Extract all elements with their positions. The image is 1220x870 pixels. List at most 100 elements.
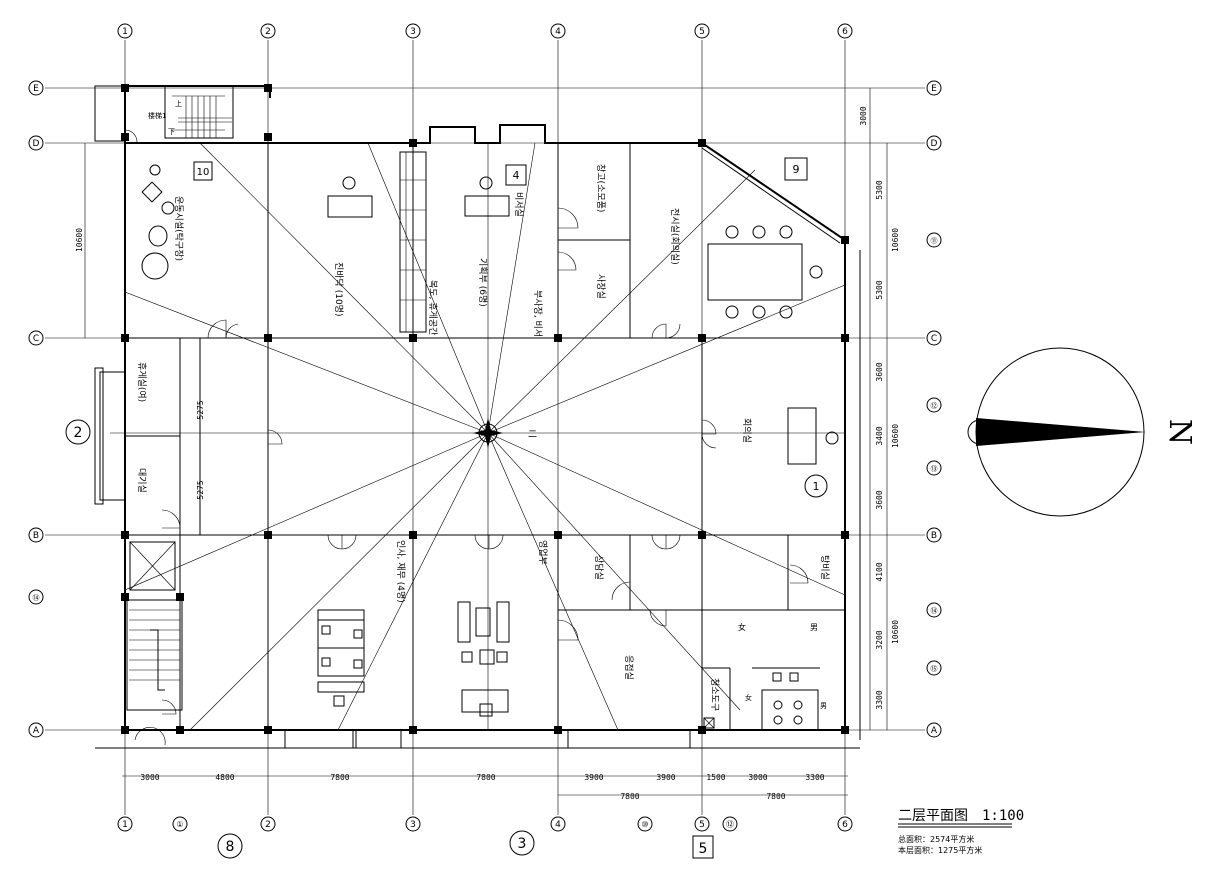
- room-name: 응접실: [623, 655, 635, 680]
- room-name: 회의실: [741, 418, 752, 443]
- grid-label: 4: [555, 27, 561, 37]
- center-compass-rose: 二: [473, 418, 537, 448]
- room-name: 사장실: [595, 274, 606, 299]
- dimensions-right: 3000 5300 5300 3600 3400 3600 4100 3200 …: [859, 106, 900, 709]
- grid-label: ①: [176, 820, 183, 829]
- grid-label: 6: [842, 27, 848, 37]
- svg-text:B: B: [33, 531, 39, 541]
- room-name: 운동시설(탁구장): [173, 196, 185, 261]
- grid-bubbles-top: 1 2 3 4 5 6: [117, 23, 853, 39]
- svg-text:3900: 3900: [584, 773, 603, 782]
- room-name: 대기실: [136, 468, 147, 493]
- svg-text:3200: 3200: [875, 630, 884, 649]
- toilet-male-label: 男: [820, 702, 827, 710]
- stair-label: 楼梯1: [148, 111, 166, 120]
- svg-text:7800: 7800: [330, 773, 349, 782]
- doors: [124, 129, 809, 746]
- outer-walls: [94, 85, 861, 749]
- svg-text:3300: 3300: [805, 773, 824, 782]
- svg-text:3600: 3600: [875, 362, 884, 381]
- svg-text:7800: 7800: [766, 792, 785, 801]
- marker-3: 3: [518, 836, 527, 852]
- room-name: 부사장, 비서: [532, 290, 543, 337]
- room-labels: 10 운동시설(탁구장) 진바닥 (10명) 복도, 휴게공간 4 비서실 기획…: [136, 157, 830, 711]
- svg-text:3000: 3000: [748, 773, 767, 782]
- grid-label: 4: [555, 820, 561, 830]
- marker-2: 2: [74, 425, 83, 441]
- interior-walls: [125, 143, 845, 730]
- svg-text:10600: 10600: [891, 620, 900, 644]
- svg-text:⑭: ⑭: [33, 594, 40, 602]
- drawing-title: 二层平面图: [898, 808, 968, 824]
- room-name: 전시실(회의실): [669, 208, 680, 265]
- svg-text:C: C: [931, 334, 937, 344]
- room-name: 복도, 휴게공간: [427, 280, 438, 335]
- room-name: 탕비실: [819, 555, 830, 580]
- grid-label: 2: [265, 820, 271, 830]
- grid-label: ⑫: [726, 820, 734, 829]
- svg-text:B: B: [931, 531, 937, 541]
- furniture: [141, 151, 839, 731]
- toilet-female-label: 女: [745, 693, 752, 702]
- stair-up-arrow: 上: [175, 99, 182, 108]
- room-number: 4: [513, 169, 520, 182]
- room-number: 10: [197, 167, 210, 178]
- svg-text:A: A: [931, 726, 938, 736]
- svg-text:4800: 4800: [215, 773, 234, 782]
- room-name: 영업부: [537, 540, 548, 565]
- floor-area: 本层面积：1275平方米: [898, 845, 982, 855]
- room-number: 9: [793, 163, 800, 176]
- grid-lines: [45, 40, 925, 815]
- svg-text:D: D: [33, 139, 40, 149]
- dimension-lines: [84, 88, 888, 796]
- svg-text:⑮: ⑮: [931, 665, 938, 673]
- marker-8: 8: [226, 839, 235, 855]
- svg-text:4100: 4100: [875, 562, 884, 581]
- svg-text:D: D: [931, 139, 938, 149]
- section-markers: 2 8 3 5: [65, 419, 714, 859]
- grid-label: 2: [265, 27, 271, 37]
- title-block: 二层平面图 1:100 总面积：2574平方米 本层面积：1275平方米: [898, 808, 1024, 855]
- svg-text:⑭: ⑭: [931, 607, 938, 615]
- svg-text:10600: 10600: [891, 228, 900, 252]
- north-arrow: N: [967, 347, 1197, 517]
- svg-text:⑪: ⑪: [931, 237, 938, 245]
- room-name: 비서실: [513, 192, 524, 217]
- svg-text:5275: 5275: [196, 480, 205, 499]
- stair-down-arrow: 下: [168, 128, 175, 136]
- grid-label: 1: [122, 820, 128, 830]
- room-name: 기획부 (6명): [477, 258, 489, 307]
- svg-text:1500: 1500: [706, 773, 725, 782]
- svg-text:3000: 3000: [140, 773, 159, 782]
- svg-text:5300: 5300: [875, 180, 884, 199]
- svg-text:3000: 3000: [859, 106, 868, 125]
- svg-text:⑫: ⑫: [931, 402, 938, 410]
- svg-text:3400: 3400: [875, 426, 884, 445]
- room-name: 인사, 재무 (4명): [395, 540, 406, 603]
- drawing-scale: 1:100: [982, 808, 1024, 824]
- room-name: 창고(소모품): [595, 164, 606, 212]
- radial-lines: [110, 142, 846, 731]
- grid-label: 1: [122, 27, 128, 37]
- grid-bubbles-rows: E D C B ⑭ A E D ⑪ C ⑫ ⑬ B ⑭ ⑮ A: [28, 80, 942, 738]
- grid-label: 6: [842, 820, 848, 830]
- stair-top: 上 下 楼梯1: [148, 95, 232, 138]
- grid-label: ⑩: [641, 820, 648, 829]
- room-name: 휴게실(여): [136, 362, 148, 402]
- grid-label: 5: [699, 820, 705, 830]
- svg-text:3600: 3600: [875, 490, 884, 509]
- grid-label: 3: [410, 27, 416, 37]
- room-number: 1: [813, 480, 820, 493]
- total-area: 总面积：2574平方米: [898, 834, 974, 844]
- svg-text:E: E: [33, 84, 39, 94]
- svg-text:5275: 5275: [196, 400, 205, 419]
- north-label: N: [1162, 419, 1197, 445]
- grid-label: 5: [699, 27, 705, 37]
- svg-text:7800: 7800: [620, 792, 639, 801]
- svg-text:10600: 10600: [891, 424, 900, 448]
- svg-text:3900: 3900: [656, 773, 675, 782]
- svg-text:10600: 10600: [75, 228, 84, 252]
- dimensions-bottom: 3000 4800 7800 7800 3900 3900 1500 3000 …: [140, 773, 824, 801]
- dimensions-left: 10600 5275 5275: [75, 228, 205, 500]
